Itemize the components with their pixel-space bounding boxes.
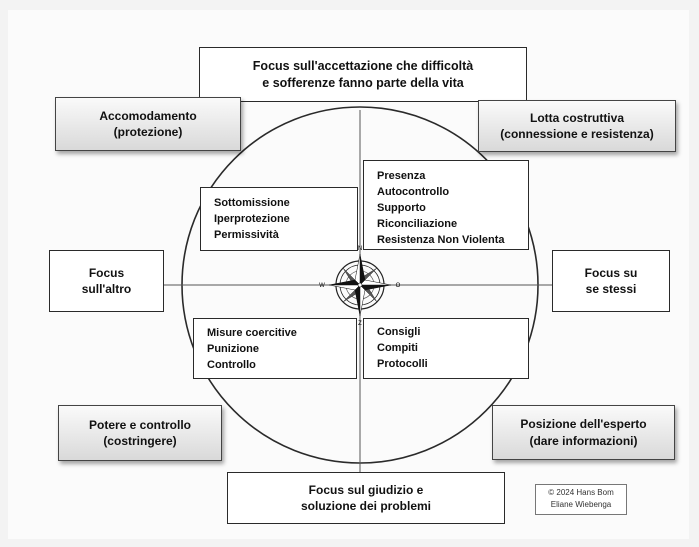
copyright-box: © 2024 Hans Bom Eliane Wiebenga (535, 484, 627, 515)
quad-tr-item: Autocontrollo (377, 185, 450, 198)
top-line2: e sofferenze fanno parte della vita (262, 75, 464, 90)
corner-br-line2: (dare informazioni) (529, 433, 638, 448)
left-line1: Focus (88, 265, 125, 280)
compass-e: O (396, 283, 401, 289)
quadrant-bottom-left: Misure coercitive Punizione Controllo (193, 318, 357, 379)
quad-br-item: Protocolli (377, 357, 428, 370)
quad-br-item: Consigli (377, 326, 421, 338)
quad-tl-item: Sottomissione (214, 197, 290, 209)
quad-bl-item: Controllo (207, 358, 256, 371)
copyright-line2: Eliane Wiebenga (550, 500, 612, 509)
quad-tr-item: Supporto (377, 201, 426, 214)
top-line1: Focus sull'accettazione che difficoltà (252, 58, 474, 73)
top-box: Focus sull'accettazione che difficoltà e… (199, 47, 527, 102)
corner-bottom-left: Potere e controllo (costringere) (58, 405, 222, 461)
quad-tr-item: Riconciliazione (377, 217, 458, 230)
corner-br-line1: Posizione dell'esperto (520, 417, 647, 432)
corner-tl-line1: Accomodamento (99, 108, 197, 123)
compass-n: N (358, 246, 362, 252)
corner-bottom-right: Posizione dell'esperto (dare informazion… (492, 405, 675, 460)
corner-tl-line2: (protezione) (113, 125, 183, 139)
quadrant-bottom-right: Consigli Compiti Protocolli (363, 318, 529, 379)
quad-br-item: Compiti (377, 341, 418, 354)
quad-tr-item: Resistenza Non Violenta (377, 233, 505, 246)
left-box: Focus sull'altro (49, 250, 164, 312)
bottom-line1: Focus sul giudizio e (308, 482, 424, 497)
quad-bl-item: Misure coercitive (207, 327, 297, 339)
quadrant-top-right: Presenza Autocontrollo Supporto Riconcil… (363, 160, 529, 250)
bottom-box: Focus sul giudizio e soluzione dei probl… (227, 472, 505, 524)
quad-tl-item: Iperprotezione (214, 212, 290, 225)
bottom-line2: soluzione dei problemi (300, 499, 431, 513)
right-line1: Focus su (584, 265, 638, 280)
corner-bl-line1: Potere e controllo (88, 417, 192, 432)
corner-tr-line2: (connessione e resistenza) (500, 127, 654, 141)
quadrant-top-left: Sottomissione Iperprotezione Permissivit… (200, 187, 358, 251)
compass-rose-icon: N Z W O (319, 246, 401, 327)
corner-top-left: Accomodamento (protezione) (55, 97, 241, 151)
corner-bl-line2: (costringere) (103, 434, 177, 448)
right-line2: se stessi (585, 282, 637, 296)
quad-bl-item: Punizione (207, 342, 259, 355)
compass-s: Z (358, 321, 362, 327)
compass-w: W (319, 283, 325, 289)
quad-tr-item: Presenza (377, 170, 426, 182)
copyright-line1: © 2024 Hans Bom (548, 488, 614, 497)
quad-tl-item: Permissività (214, 228, 279, 241)
right-box: Focus su se stessi (552, 250, 670, 312)
corner-top-right: Lotta costruttiva (connessione e resiste… (478, 100, 676, 152)
left-line2: sull'altro (81, 282, 132, 296)
corner-tr-line1: Lotta costruttiva (529, 110, 624, 125)
